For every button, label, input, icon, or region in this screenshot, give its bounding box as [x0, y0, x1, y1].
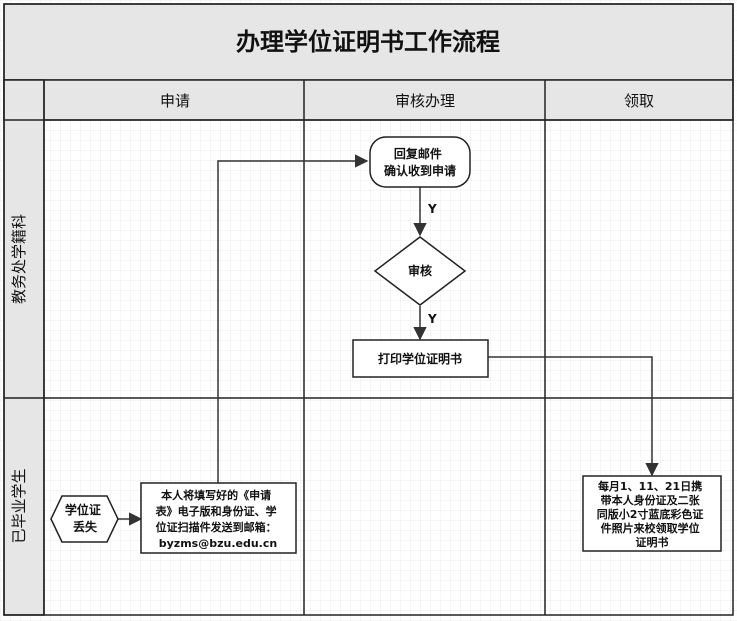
node-submit-text: 本人将填写好的《申请 表》电子版和身份证、学 位证扫描件发送到邮箱： byzms…: [155, 488, 281, 550]
node-start-hexagon: [50, 495, 119, 543]
column-header-collect: 领取: [624, 92, 654, 110]
column-header-review: 审核办理: [395, 92, 455, 110]
node-collect-box: [582, 475, 722, 552]
column-header-band: [3, 79, 734, 121]
page-title: 办理学位证明书工作流程: [236, 28, 500, 56]
lane-label-band: [3, 79, 45, 616]
node-submit-box: [140, 482, 297, 554]
connector-print-to-collect: [487, 356, 659, 477]
node-print-box: [352, 339, 489, 378]
connector-submit-to-reply: [217, 154, 369, 483]
node-start-text: 学位证 丢失: [65, 502, 105, 534]
node-review-text: 审核: [408, 263, 432, 278]
edge-label-yes-2: Y: [427, 312, 437, 326]
column-header-apply: 申请: [160, 92, 190, 110]
lane-label-graduate: 已毕业学生: [10, 468, 28, 543]
node-print-text: 打印学位证明书: [378, 351, 462, 366]
node-collect-text: 每月1、11、21日携 带本人身份证及二张 同版小2寸蓝底彩色证 件照片来校领取…: [597, 479, 708, 549]
swimlane-lines: [3, 3, 734, 616]
edge-label-yes-1: Y: [427, 202, 437, 216]
node-reply-box: [369, 136, 471, 188]
node-reply-text: 回复邮件 确认收到申请: [384, 146, 456, 178]
node-review-diamond: [373, 236, 467, 306]
title-band: [3, 3, 734, 81]
lane-label-registry: 教务处学籍科: [10, 214, 28, 304]
